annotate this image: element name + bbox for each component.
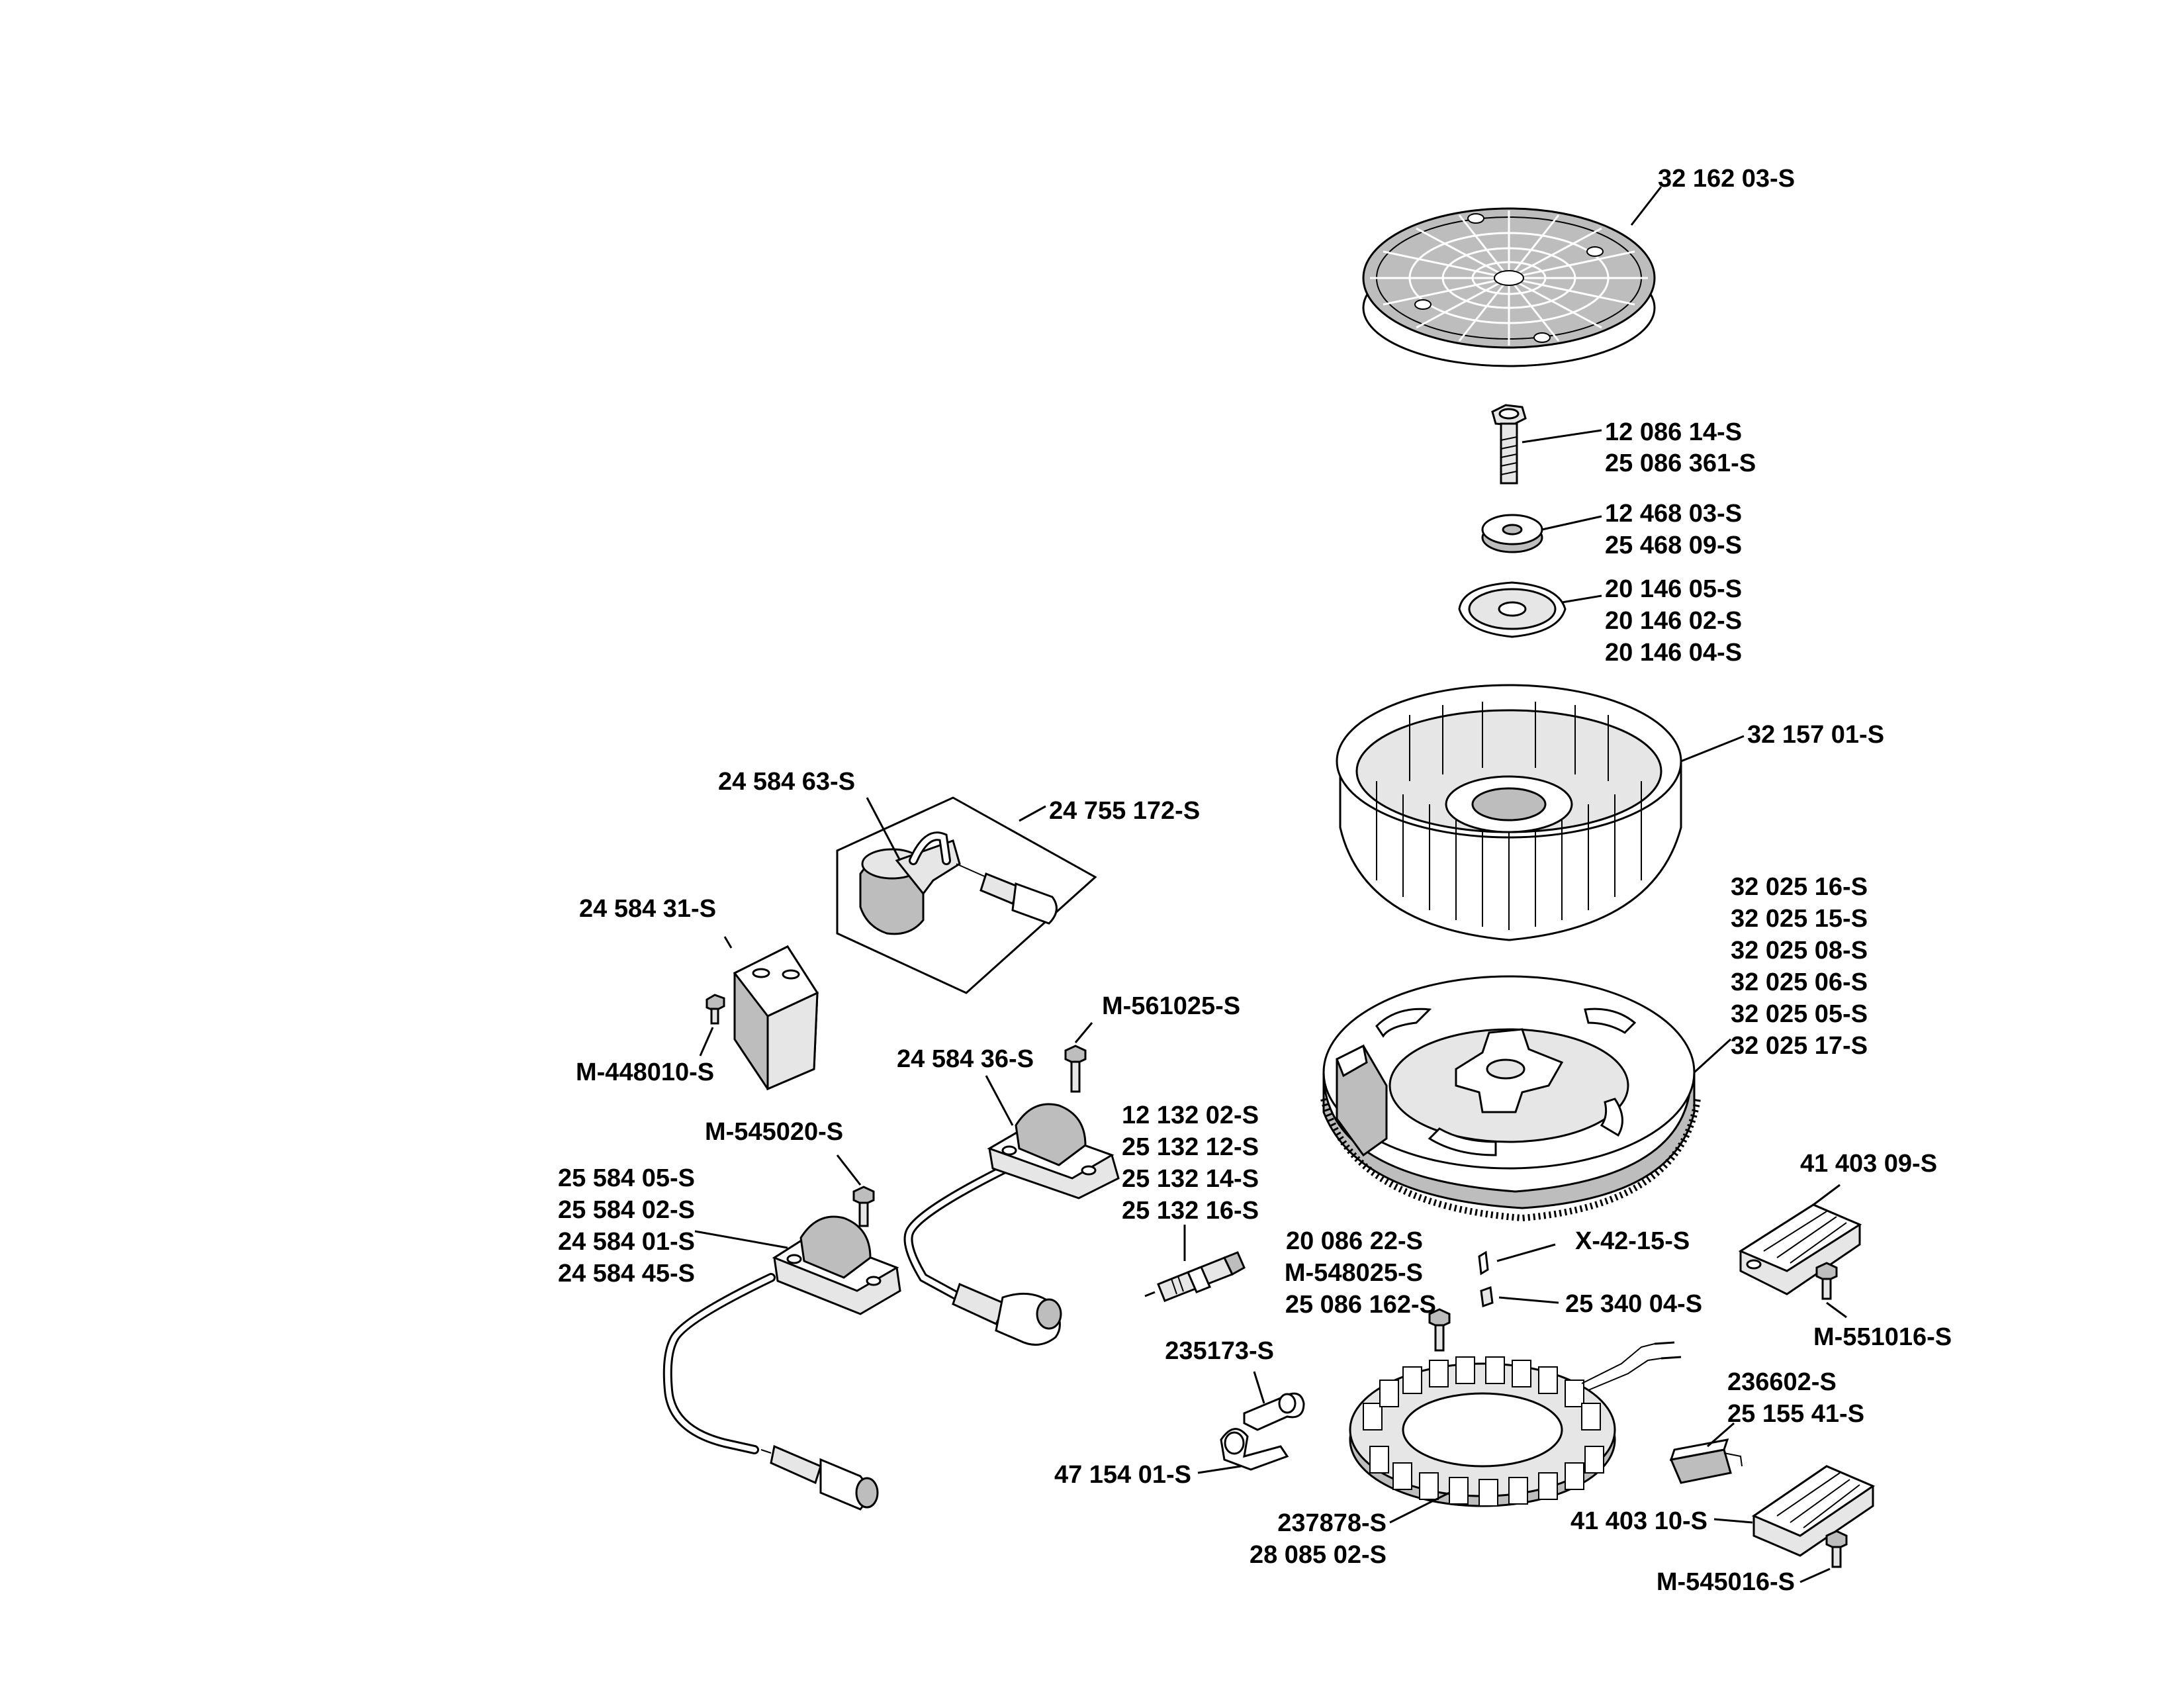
flywheel-label-4: 32 025 06-S [1731, 968, 1868, 996]
woodruff-key [1480, 1286, 1494, 1308]
stator-label-1: 237878-S [1277, 1509, 1387, 1537]
spark-plug-label-2: 25 132 12-S [1122, 1133, 1259, 1161]
coil-left-screw [852, 1186, 875, 1227]
flywheel-label-5: 32 025 05-S [1731, 1000, 1868, 1028]
key-small-label: X-42-15-S [1575, 1227, 1690, 1255]
module-label: 24 584 31-S [579, 895, 716, 923]
rectifier-top-screw [1815, 1262, 1838, 1300]
rectifier-bottom-screw [1825, 1530, 1848, 1568]
rectifier-regulator-bottom [1751, 1465, 1876, 1557]
coil-left-label-4: 24 584 45-S [558, 1260, 695, 1288]
stator [1349, 1341, 1682, 1507]
module-screw-label: M-448010-S [576, 1058, 714, 1086]
kit-coil-label: 24 584 63-S [718, 768, 855, 796]
fan-label: 32 157 01-S [1747, 721, 1884, 749]
clip-lower-label: 47 154 01-S [1054, 1461, 1191, 1489]
rectifier-top-label: 41 403 09-S [1800, 1150, 1937, 1178]
clip-lower [1220, 1428, 1289, 1471]
module-screw [705, 994, 725, 1025]
flywheel [1320, 975, 1701, 1222]
key-label: 25 340 04-S [1565, 1290, 1702, 1318]
stator-screw [1428, 1308, 1451, 1352]
fan-adapter [1458, 581, 1567, 638]
adapter-label-2: 20 146 02-S [1605, 607, 1742, 635]
flywheel-label-1: 32 025 16-S [1731, 873, 1868, 901]
flywheel-label-3: 32 025 08-S [1731, 937, 1868, 964]
stator-screw-label-3: 25 086 162-S [1285, 1291, 1436, 1319]
clip-upper [1243, 1392, 1305, 1431]
coil-left-label-3: 24 584 01-S [558, 1228, 695, 1256]
rectifier-regulator-top [1738, 1203, 1862, 1295]
coil-left-screw-label: M-545020-S [705, 1118, 843, 1146]
stator-screw-label-2: M-548025-S [1285, 1259, 1423, 1287]
rectifier-bottom-label: 41 403 10-S [1570, 1507, 1707, 1535]
washer [1481, 514, 1543, 553]
ignition-coil-left [662, 1215, 901, 1511]
flywheel-label-2: 32 025 15-S [1731, 905, 1868, 933]
flywheel-bolt [1491, 404, 1527, 485]
washer-label-2: 25 468 09-S [1605, 532, 1742, 559]
connector [1669, 1438, 1743, 1484]
rectifier-top-screw-label: M-551016-S [1813, 1323, 1952, 1351]
coil-right-label: 24 584 36-S [897, 1045, 1034, 1073]
clip-upper-label: 235173-S [1165, 1337, 1274, 1365]
kit-label: 24 755 172-S [1049, 797, 1200, 825]
ignition-kit [836, 796, 1097, 994]
adapter-label-1: 20 146 05-S [1605, 575, 1742, 603]
stator-label-2: 28 085 02-S [1250, 1541, 1387, 1569]
cooling-fan [1336, 684, 1682, 941]
connector-label-1: 236602-S [1727, 1368, 1837, 1396]
spark-plug-label-1: 12 132 02-S [1122, 1102, 1259, 1129]
spark-plug-label-4: 25 132 16-S [1122, 1197, 1259, 1225]
flywheel-label-6: 32 025 17-S [1731, 1032, 1868, 1060]
bolt-label-2: 25 086 361-S [1605, 449, 1756, 477]
washer-label-1: 12 468 03-S [1605, 500, 1742, 528]
ignition-module [733, 945, 819, 1091]
spark-plug-label-3: 25 132 14-S [1122, 1165, 1259, 1193]
woodruff-key-small [1478, 1250, 1489, 1276]
stator-screw-label-1: 20 086 22-S [1286, 1227, 1423, 1255]
rectifier-bottom-screw-label: M-545016-S [1657, 1568, 1795, 1596]
spark-plug [1144, 1251, 1246, 1302]
connector-label-2: 25 155 41-S [1727, 1400, 1864, 1428]
fan-screen-label: 32 162 03-S [1658, 165, 1795, 193]
bolt-label-1: 12 086 14-S [1605, 418, 1742, 446]
ignition-coil-right [903, 1103, 1120, 1346]
adapter-label-3: 20 146 04-S [1605, 639, 1742, 667]
coil-right-screw-label: M-561025-S [1102, 992, 1240, 1020]
coil-left-label-1: 25 584 05-S [558, 1164, 695, 1192]
coil-right-screw [1064, 1045, 1087, 1093]
fan-screen [1362, 207, 1656, 367]
coil-left-label-2: 25 584 02-S [558, 1196, 695, 1224]
